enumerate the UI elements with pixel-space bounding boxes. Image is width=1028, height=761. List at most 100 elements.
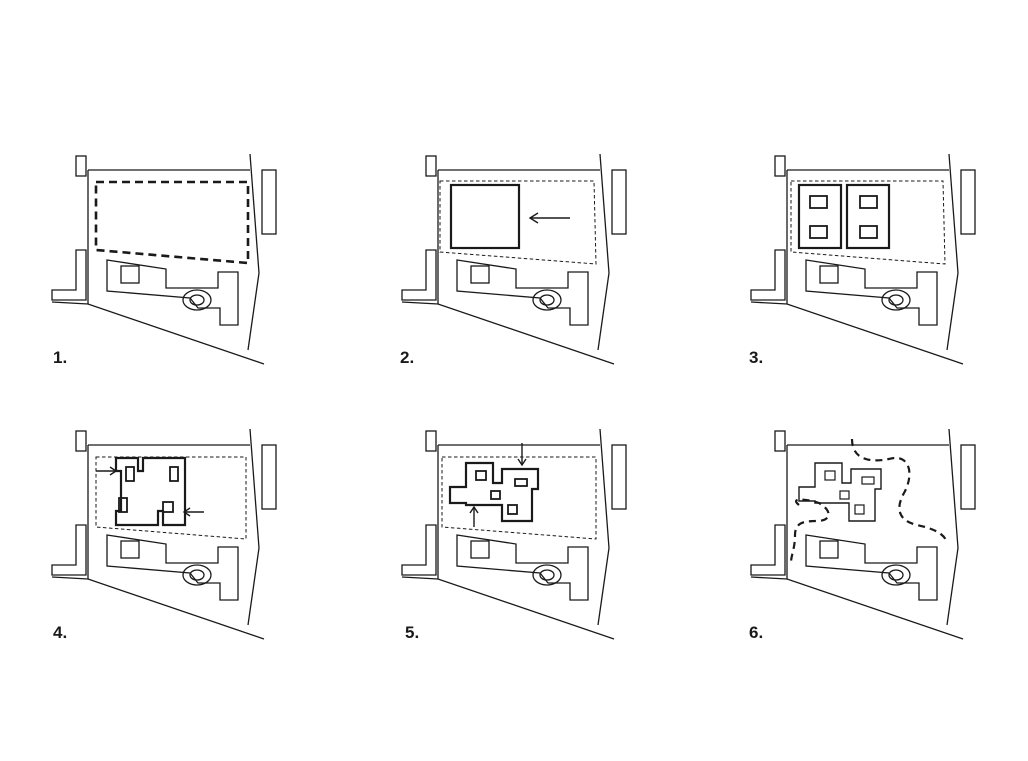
road-edge-bottom	[750, 301, 964, 365]
existing-building	[456, 259, 589, 326]
neighbour-building	[960, 444, 976, 510]
roundabout	[881, 564, 911, 586]
neighbour-building	[774, 155, 786, 177]
roundabout	[532, 289, 562, 311]
roundabout	[881, 289, 911, 311]
road-edge-right-lower	[597, 547, 610, 626]
road-edge-right	[948, 153, 959, 274]
roundabout	[182, 564, 212, 586]
courtyard	[809, 195, 828, 209]
diagram-step-3: 3.	[749, 150, 979, 380]
site-boundary-bold	[94, 180, 250, 265]
courtyard	[839, 490, 850, 500]
road-edge-right	[599, 428, 610, 549]
existing-building	[805, 534, 938, 601]
site-boundary	[441, 456, 597, 540]
diagram-step-2: 2.	[400, 150, 630, 380]
road-edge-bottom	[401, 301, 615, 365]
courtyard	[861, 476, 875, 485]
courtyard	[125, 466, 135, 482]
building-stepped-form	[448, 461, 540, 523]
road-edge-right	[249, 153, 260, 274]
neighbour-building	[960, 169, 976, 235]
neighbour-building	[261, 169, 277, 235]
existing-building	[106, 534, 239, 601]
courtyard	[514, 478, 528, 487]
road-edge-right-lower	[597, 272, 610, 351]
neighbour-building	[401, 249, 437, 301]
courtyard	[507, 504, 518, 515]
site-context	[401, 153, 627, 365]
road-edge-right	[599, 153, 610, 274]
arrow-down-head	[517, 458, 527, 467]
site-plan-3	[750, 153, 976, 365]
roundabout-island	[189, 569, 205, 581]
neighbour-building	[611, 444, 627, 510]
existing-building	[106, 259, 239, 326]
site-plan-1	[51, 153, 277, 365]
neighbour-building	[75, 430, 87, 452]
existing-courtyard	[120, 265, 140, 284]
existing-courtyard	[470, 540, 490, 559]
courtyard	[859, 195, 878, 209]
courtyard	[854, 504, 865, 515]
courtyard	[162, 501, 174, 513]
neighbour-building	[750, 524, 786, 576]
diagram-step-1: 1.	[50, 150, 280, 380]
existing-courtyard	[120, 540, 140, 559]
existing-courtyard	[470, 265, 490, 284]
site-plan-6	[750, 428, 976, 640]
roundabout-island	[189, 294, 205, 306]
road-edge-bottom	[51, 301, 265, 365]
road-edge-right-lower	[247, 547, 260, 626]
site-context	[401, 428, 627, 640]
existing-building	[456, 534, 589, 601]
site-plan-5	[401, 428, 627, 640]
courtyard	[824, 470, 836, 481]
neighbour-building	[401, 524, 437, 576]
step-number: 2.	[400, 348, 415, 367]
site-context	[750, 153, 976, 365]
roundabout-island	[888, 569, 904, 581]
existing-building	[805, 259, 938, 326]
road-edge-bottom	[51, 576, 265, 640]
site-boundary	[439, 180, 597, 265]
existing-courtyard	[819, 265, 839, 284]
roundabout-island	[539, 569, 555, 581]
neighbour-building	[425, 155, 437, 177]
site-context	[51, 153, 277, 365]
arrow-right-head	[109, 466, 118, 476]
step-number: 4.	[53, 623, 68, 642]
diagram-step-4: 4.	[50, 425, 280, 655]
road-edge-bottom	[401, 576, 615, 640]
courtyard	[859, 225, 878, 239]
neighbour-building	[774, 430, 786, 452]
site-context	[51, 428, 277, 640]
roundabout	[182, 289, 212, 311]
step-number: 6.	[749, 623, 764, 642]
neighbour-building	[75, 155, 87, 177]
courtyard	[490, 490, 501, 500]
site-plan-2	[401, 153, 627, 365]
step-number: 5.	[405, 623, 420, 642]
step-number: 3.	[749, 348, 764, 367]
courtyard	[118, 497, 128, 513]
landscape-flow-path	[850, 438, 949, 544]
arrow-left-head	[528, 212, 539, 224]
road-edge-right-lower	[946, 272, 959, 351]
courtyard	[169, 466, 179, 482]
neighbour-building	[750, 249, 786, 301]
neighbour-building	[611, 169, 627, 235]
diagram-step-5: 5.	[400, 425, 630, 655]
roundabout	[532, 564, 562, 586]
road-edge-right-lower	[946, 547, 959, 626]
neighbour-building	[51, 249, 87, 301]
neighbour-building	[261, 444, 277, 510]
site-plan-4	[51, 428, 277, 640]
existing-courtyard	[819, 540, 839, 559]
roundabout-island	[888, 294, 904, 306]
neighbour-building	[51, 524, 87, 576]
site-boundary	[790, 180, 946, 265]
road-edge-right	[948, 428, 959, 549]
arrow-up-head	[469, 505, 479, 514]
